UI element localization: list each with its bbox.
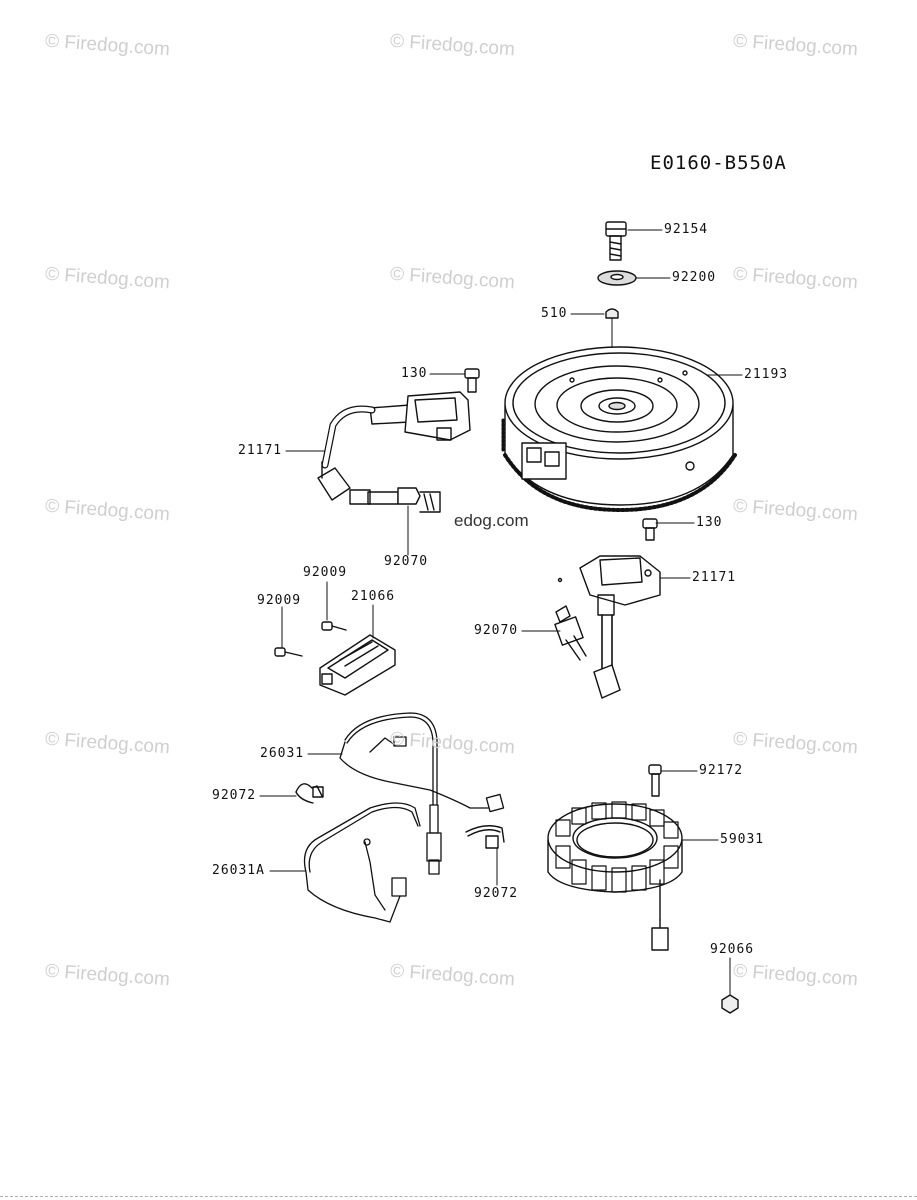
ignition-coil-21171-upper-part xyxy=(317,391,471,501)
ignition-coil-21171-lower-part xyxy=(557,555,661,699)
part-label: 92066 xyxy=(710,942,755,957)
part-label: 21171 xyxy=(692,570,737,585)
stray-watermark-text: edog.com xyxy=(454,511,529,530)
page-bottom-divider xyxy=(0,1196,917,1197)
part-label: 59031 xyxy=(720,832,765,847)
harness-26031a-part xyxy=(303,802,421,923)
part-label: 26031 xyxy=(260,746,305,761)
bolt-130-upper-part xyxy=(464,368,480,393)
part-label: 510 xyxy=(541,306,568,321)
connector-92072-right-part xyxy=(465,825,505,849)
flywheel-21193-part xyxy=(501,346,737,512)
key-510-part xyxy=(605,308,619,319)
part-label: 130 xyxy=(696,515,723,530)
diagram-code: E0160-B550A xyxy=(650,152,787,174)
part-label: 92200 xyxy=(672,270,717,285)
washer-92200-part xyxy=(597,270,637,286)
part-label: 92154 xyxy=(664,222,709,237)
part-label: 92070 xyxy=(474,623,519,638)
spark-plug-92070-lower-part xyxy=(554,605,587,661)
part-label: 26031A xyxy=(212,863,265,878)
stator-59031-part xyxy=(547,801,683,951)
part-label: 92172 xyxy=(699,763,744,778)
part-label: 92009 xyxy=(303,565,348,580)
part-label: 92072 xyxy=(212,788,257,803)
spark-plug-92070-upper-part xyxy=(349,487,441,513)
module-21066-part xyxy=(319,634,396,696)
bolt-130-lower-part xyxy=(642,518,658,541)
part-label: 21066 xyxy=(351,589,396,604)
part-label: 130 xyxy=(401,366,428,381)
part-label: 92009 xyxy=(257,593,302,608)
nut-92066-part xyxy=(721,994,739,1014)
part-label: 92072 xyxy=(474,886,519,901)
screw-92009-part xyxy=(274,621,347,657)
connector-92072-left-part xyxy=(295,783,324,804)
leader-lines xyxy=(259,229,743,995)
bolt-92154-part xyxy=(605,221,627,261)
harness-26031-part xyxy=(339,712,505,875)
bolt-92172-part xyxy=(648,764,662,797)
part-label: 21193 xyxy=(744,367,789,382)
part-label: 21171 xyxy=(238,443,283,458)
part-label: 92070 xyxy=(384,554,429,569)
